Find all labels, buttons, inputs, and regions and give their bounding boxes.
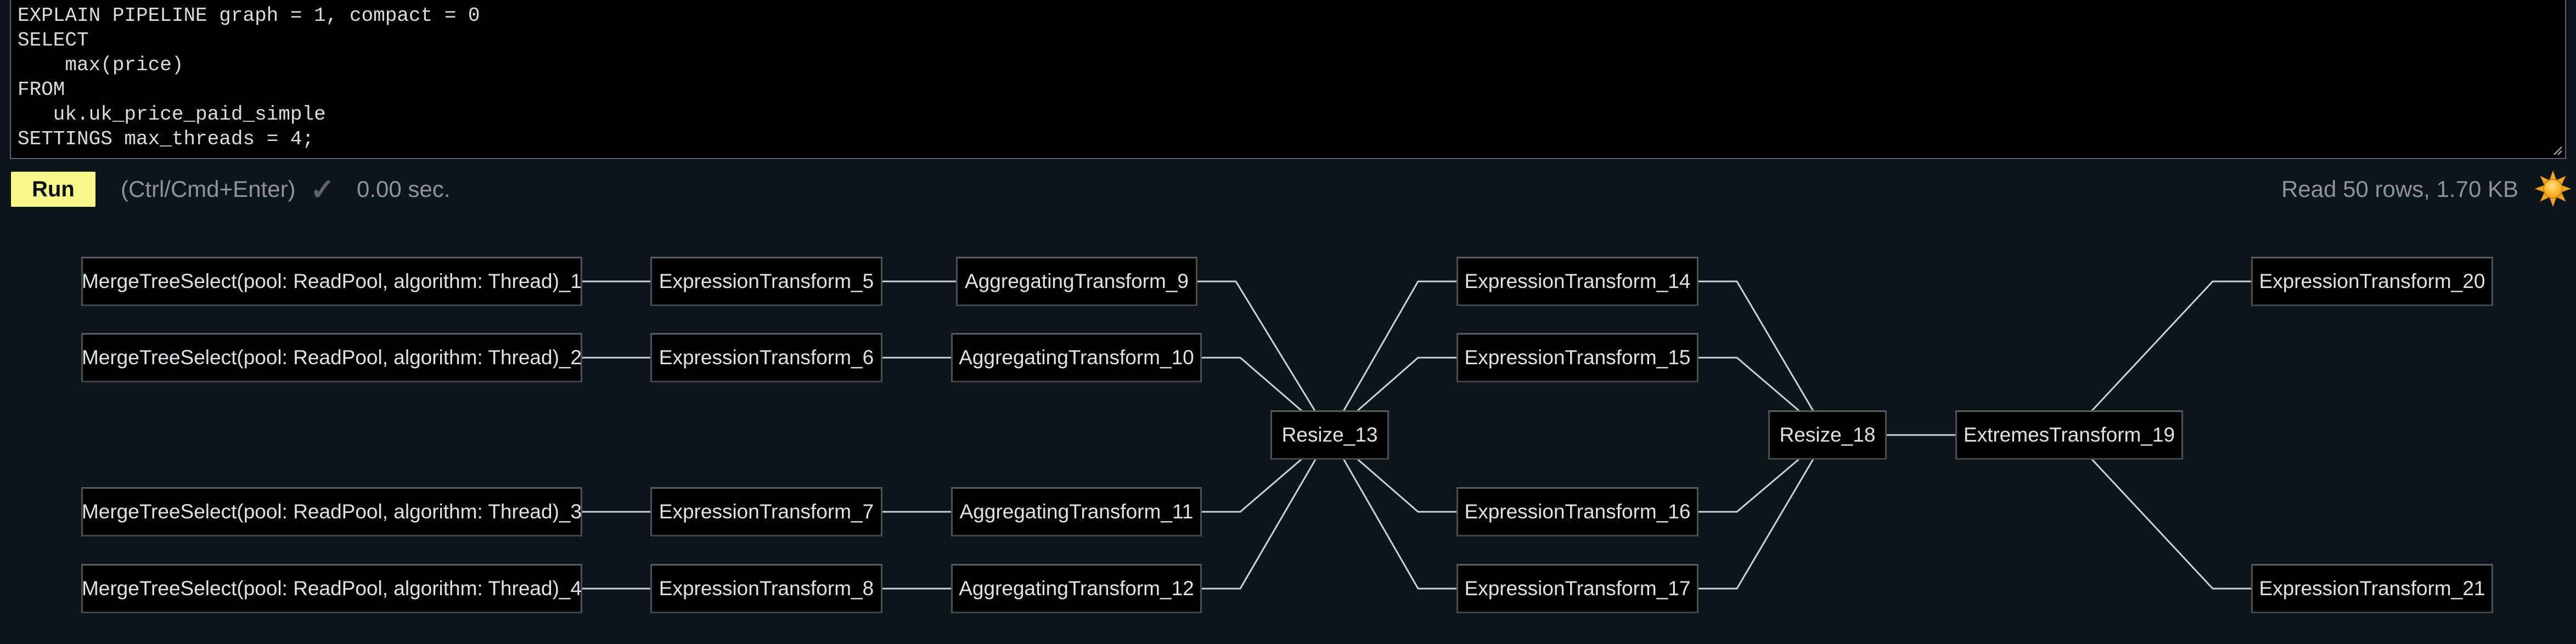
edge-r13-e16 (1329, 434, 1456, 513)
pipeline-node-e14: ExpressionTransform_14 (1456, 257, 1698, 306)
sql-editor[interactable]: EXPLAIN PIPELINE graph = 1, compact = 0 … (10, 0, 2566, 159)
edge-a10-r13 (1202, 357, 1330, 436)
edge-r13-e15 (1329, 357, 1456, 436)
resize-grip-icon[interactable] (2551, 144, 2563, 156)
pipeline-node-e6: ExpressionTransform_6 (650, 333, 882, 382)
run-button[interactable]: Run (11, 172, 95, 207)
elapsed-time: 0.00 sec. (357, 176, 451, 202)
pipeline-node-a10: AggregatingTransform_10 (951, 333, 1202, 382)
edge-e15-r18 (1698, 357, 1828, 436)
edge-r13-e17 (1329, 434, 1456, 590)
edge-e16-r18 (1698, 434, 1828, 513)
pipeline-node-e8: ExpressionTransform_8 (650, 564, 882, 613)
edge-r13-e14 (1329, 280, 1456, 436)
pipeline-node-n2: MergeTreeSelect(pool: ReadPool, algorith… (81, 333, 582, 382)
pipeline-node-e7: ExpressionTransform_7 (650, 487, 882, 536)
pipeline-node-e16: ExpressionTransform_16 (1456, 487, 1698, 536)
edge-x19-e21 (2068, 434, 2251, 590)
pipeline-node-a12: AggregatingTransform_12 (951, 564, 1202, 613)
pipeline-node-r13: Resize_13 (1270, 410, 1389, 460)
edge-x19-e20 (2068, 280, 2251, 436)
edge-a12-r13 (1202, 434, 1331, 590)
pipeline-node-x19: ExtremesTransform_19 (1955, 410, 2183, 460)
success-check-icon: ✓ (310, 173, 335, 206)
pipeline-node-n1: MergeTreeSelect(pool: ReadPool, algorith… (81, 257, 582, 306)
sql-query-text: EXPLAIN PIPELINE graph = 1, compact = 0 … (18, 4, 480, 150)
pipeline-node-a11: AggregatingTransform_11 (951, 487, 1202, 536)
pipeline-node-e17: ExpressionTransform_17 (1456, 564, 1698, 613)
pipeline-node-e20: ExpressionTransform_20 (2251, 257, 2493, 306)
run-shortcut-hint: (Ctrl/Cmd+Enter) (121, 176, 296, 202)
pipeline-node-r18: Resize_18 (1768, 410, 1887, 460)
edge-a11-r13 (1202, 434, 1330, 513)
pipeline-node-e5: ExpressionTransform_5 (650, 257, 882, 306)
edge-a9-r13 (1197, 280, 1331, 436)
pipeline-node-e21: ExpressionTransform_21 (2251, 564, 2493, 613)
edge-e14-r18 (1698, 280, 1829, 436)
theme-toggle-sun-icon[interactable] (2534, 170, 2572, 207)
pipeline-node-a9: AggregatingTransform_9 (956, 257, 1197, 306)
pipeline-node-e15: ExpressionTransform_15 (1456, 333, 1698, 382)
pipeline-node-n4: MergeTreeSelect(pool: ReadPool, algorith… (81, 564, 582, 613)
pipeline-node-n3: MergeTreeSelect(pool: ReadPool, algorith… (81, 487, 582, 536)
edge-e17-r18 (1698, 434, 1829, 590)
read-stats: Read 50 rows, 1.70 KB (2281, 176, 2518, 202)
